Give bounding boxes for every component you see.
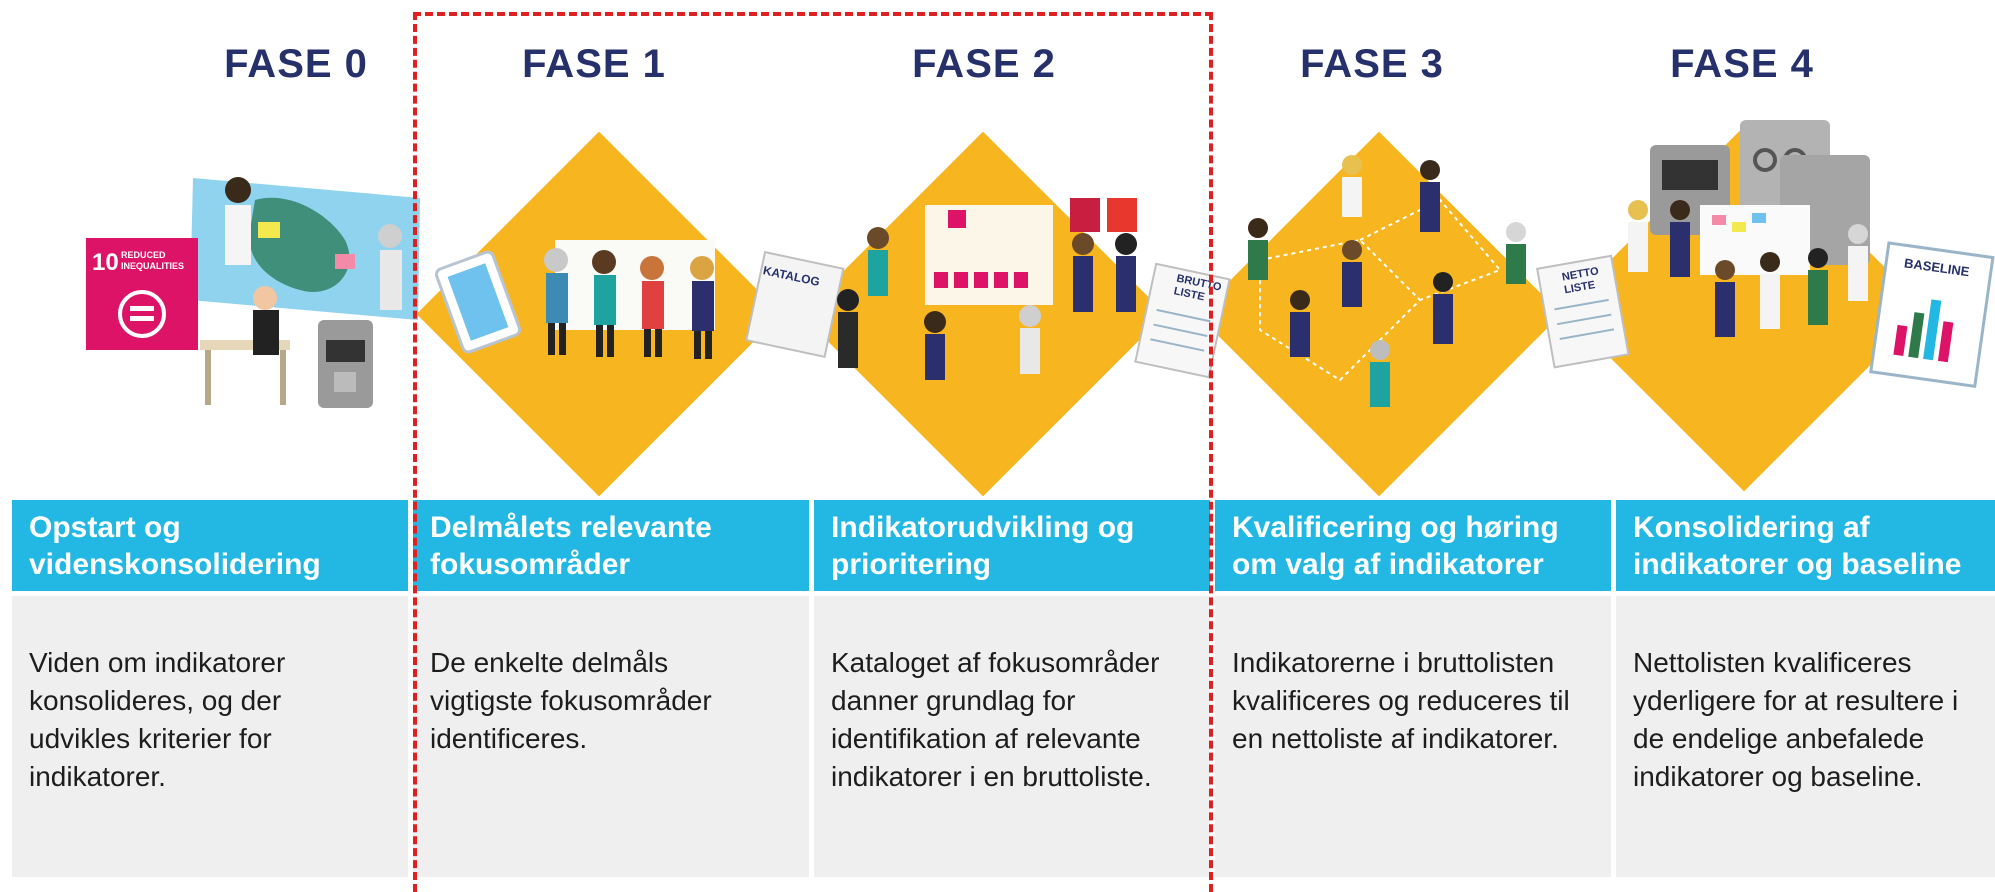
org-chart-board: [925, 205, 1053, 305]
desk: [200, 340, 290, 350]
fase-3-header: Kvalificering og høring om valg af indik…: [1215, 500, 1611, 591]
fase-1-header: Delmålets relevante fokusområder: [413, 500, 809, 591]
equals-icon: [118, 290, 166, 338]
sticky-note: [258, 222, 280, 238]
nettoliste-sheet: [1536, 254, 1630, 369]
baseline-report: [1869, 241, 1995, 388]
people-group-4: [1628, 200, 1868, 337]
fase-2-title: FASE 2: [912, 42, 1056, 86]
fase-3-description: Indikatorerne i bruttolisten kvalificere…: [1215, 596, 1611, 877]
sdg-text-2: INEQUALITIES: [121, 261, 184, 271]
people-group-3: [1248, 155, 1526, 407]
phase-1-2-highlight-frame: [413, 12, 1213, 892]
fase-1-title: FASE 1: [522, 42, 666, 86]
bruttoliste-sheet: [1134, 262, 1231, 379]
sdg-text-1: REDUCED: [121, 250, 166, 260]
netto-label-2: LISTE: [1563, 279, 1596, 296]
fase-2-header: Indikatorudvikling og prioritering: [814, 500, 1210, 591]
katalog-book: [745, 250, 845, 358]
fase-4-header: Konsolidering af indikatorer og baseline: [1616, 500, 1995, 591]
people-group-2: [837, 227, 1137, 380]
map-land: [249, 197, 350, 292]
fase-0-title: FASE 0: [224, 42, 368, 86]
fase-4-description: Nettolisten kvalificeres yderligere for …: [1616, 596, 1995, 877]
fase-0-description: Viden om indikatorer konsolideres, og de…: [12, 596, 408, 877]
fase-1-description: De enkelte delmåls vigtigste fokusområde…: [413, 596, 809, 877]
presentation-board: [555, 240, 715, 330]
people-group-1: [544, 248, 714, 359]
robot: [318, 320, 373, 408]
fase-3-title: FASE 3: [1300, 42, 1444, 86]
sticky-note: [335, 254, 355, 269]
fase-2-description: Kataloget af fokusområder danner grundla…: [814, 596, 1210, 877]
fase-4-title: FASE 4: [1670, 42, 1814, 86]
sdg-number: 10: [92, 249, 119, 276]
fase-0-header: Opstart og videnskonsolidering: [12, 500, 408, 591]
